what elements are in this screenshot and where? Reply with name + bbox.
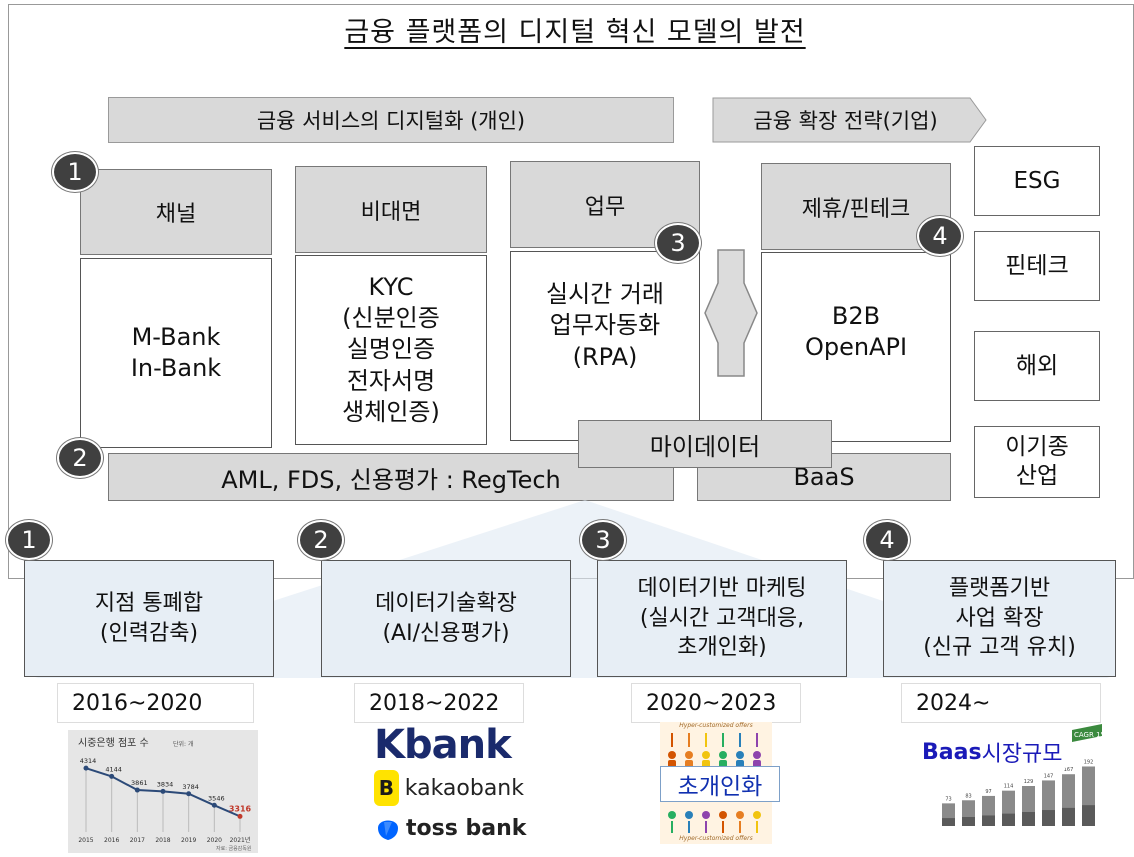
kakaobank-mark-icon: B xyxy=(374,770,399,806)
badge-2: 2 xyxy=(57,438,103,478)
branch-value-label: 4144 xyxy=(105,765,122,773)
baas-bar-label: 97 xyxy=(985,789,991,795)
baas-bar-segment xyxy=(1042,810,1055,826)
branch-value-label: 3784 xyxy=(182,783,199,791)
person-icon xyxy=(685,751,693,759)
esg-box: ESG xyxy=(974,146,1100,216)
stage-box-3: 데이터기반 마케팅 (실시간 고객대응, 초개인화) xyxy=(597,560,847,677)
baas-bar-label: 129 xyxy=(1024,779,1034,785)
branch-chart-svg: 시중은행 점포 수 단위: 개 2015 2016 2017 2018 2019 2020… xyxy=(68,730,258,853)
overseas-box: 해외 xyxy=(974,331,1100,401)
person-icon xyxy=(702,811,710,819)
branch-year-label: 2021년 xyxy=(230,836,251,844)
baas-bar-label: 167 xyxy=(1064,767,1074,773)
branch-count-chart: 시중은행 점포 수 단위: 개 2015 2016 2017 2018 2019 2020… xyxy=(68,730,258,853)
hyper-personalization-label: 초개인화 xyxy=(660,766,780,802)
stage-box-1: 지점 통폐합 (인력감축) xyxy=(24,560,274,677)
person-icon xyxy=(753,811,761,819)
baas-title-rest: 시장규모 xyxy=(982,736,1063,768)
branch-point xyxy=(161,789,166,794)
stage-box-4: 플랫폼기반 사업 확장 (신규 고객 유치) xyxy=(883,560,1116,677)
branch-year-label: 2016 xyxy=(104,837,119,844)
person-icon xyxy=(685,811,693,819)
baas-bar-segment xyxy=(1082,805,1095,826)
partnership-body: B2B OpenAPI xyxy=(761,252,951,442)
baas-bar-segment xyxy=(962,817,975,826)
branch-value-label: 4314 xyxy=(80,757,97,765)
operations-body: 실시간 거래 업무자동화 (RPA) xyxy=(510,251,700,441)
branch-point xyxy=(238,814,243,819)
baas-bar-segment xyxy=(1062,808,1075,826)
baas-bar-segment xyxy=(1002,814,1015,826)
branch-year-label: 2017 xyxy=(130,837,145,844)
badge-4: 4 xyxy=(917,216,963,256)
untact-header: 비대면 xyxy=(295,166,487,253)
cagr-label: CAGR 15% xyxy=(1074,731,1112,739)
channel-body: M-Bank In-Bank xyxy=(80,258,272,448)
baas-bar-label: 147 xyxy=(1044,773,1054,779)
baas-market-title: Baas 시장규모 xyxy=(918,736,1067,768)
tossbank-mark-icon xyxy=(374,814,402,842)
mydata-box: 마이데이터 xyxy=(578,420,832,468)
kakaobank-wordmark: kakaobank xyxy=(405,776,524,801)
branch-value-label: 3861 xyxy=(131,779,148,787)
branch-value-label: 3316 xyxy=(229,804,252,813)
branch-point xyxy=(109,774,114,779)
branch-year-label: 2015 xyxy=(78,837,93,844)
kbank-logo: Kbank xyxy=(374,722,511,768)
person-icon xyxy=(719,811,727,819)
period-1: 2016~2020 xyxy=(57,683,254,723)
branch-chart-unit: 단위: 개 xyxy=(173,740,194,748)
branch-point xyxy=(212,803,217,808)
period-2: 2018~2022 xyxy=(354,683,524,723)
tossbank-logo: toss bank xyxy=(374,810,534,846)
stage-badge-3: 3 xyxy=(580,520,626,560)
stage-badge-2: 2 xyxy=(298,520,344,560)
person-icon xyxy=(753,751,761,759)
branch-chart-title: 시중은행 점포 수 xyxy=(78,737,149,749)
channel-header: 채널 xyxy=(80,169,272,255)
baas-bar-segment xyxy=(942,818,955,826)
baas-bar-label: 83 xyxy=(965,793,971,799)
baas-bar-segment xyxy=(1022,812,1035,826)
tossbank-wordmark: toss bank xyxy=(406,816,526,841)
page-title: 금융 플랫폼의 디지털 혁신 모델의 발전 xyxy=(270,10,880,50)
period-3: 2020~2023 xyxy=(631,683,801,723)
branch-value-label: 3834 xyxy=(157,780,174,788)
branch-year-label: 2020 xyxy=(207,837,222,844)
branch-year-label: 2018 xyxy=(155,837,170,844)
stage-badge-1: 1 xyxy=(6,520,52,560)
baas-bar-label: 73 xyxy=(945,796,951,802)
kakaobank-logo: B kakaobank xyxy=(374,768,524,808)
branch-point xyxy=(135,788,140,793)
branch-year-label: 2019 xyxy=(181,837,196,844)
branch-point xyxy=(186,791,191,796)
hyper-caption-top: Hyper-customized offers xyxy=(660,722,772,729)
baas-bar-label: 114 xyxy=(1004,784,1014,790)
baas-title-bold: Baas xyxy=(922,740,982,765)
banner-enterprise: 금융 확장 전략(기업) xyxy=(718,97,973,143)
person-icon xyxy=(736,811,744,819)
period-4: 2024~ xyxy=(901,683,1101,723)
heterogeneous-industry-box: 이기종 산업 xyxy=(974,426,1100,498)
untact-body: KYC (신분인증 실명인증 전자서명 생체인증) xyxy=(295,255,487,445)
person-icon xyxy=(668,811,676,819)
badge-3: 3 xyxy=(655,223,701,263)
baas-bar-segment xyxy=(982,815,995,826)
branch-point xyxy=(84,766,89,771)
bidirectional-arrow-icon xyxy=(703,248,759,378)
stage-badge-4: 4 xyxy=(864,520,910,560)
hyper-caption-bottom: Hyper-customized offers xyxy=(660,835,772,842)
person-icon xyxy=(702,751,710,759)
branch-chart-source: 자료: 금융감독원 xyxy=(216,845,252,852)
stage-box-2: 데이터기술확장 (AI/신용평가) xyxy=(321,560,571,677)
fintech-box: 핀테크 xyxy=(974,231,1100,301)
person-icon xyxy=(668,751,676,759)
baas-bar-label: 192 xyxy=(1084,759,1094,765)
branch-value-label: 3546 xyxy=(208,794,225,802)
person-icon xyxy=(719,751,727,759)
badge-1: 1 xyxy=(52,152,98,192)
person-icon xyxy=(736,751,744,759)
banner-individual: 금융 서비스의 디지털화 (개인) xyxy=(108,97,674,143)
